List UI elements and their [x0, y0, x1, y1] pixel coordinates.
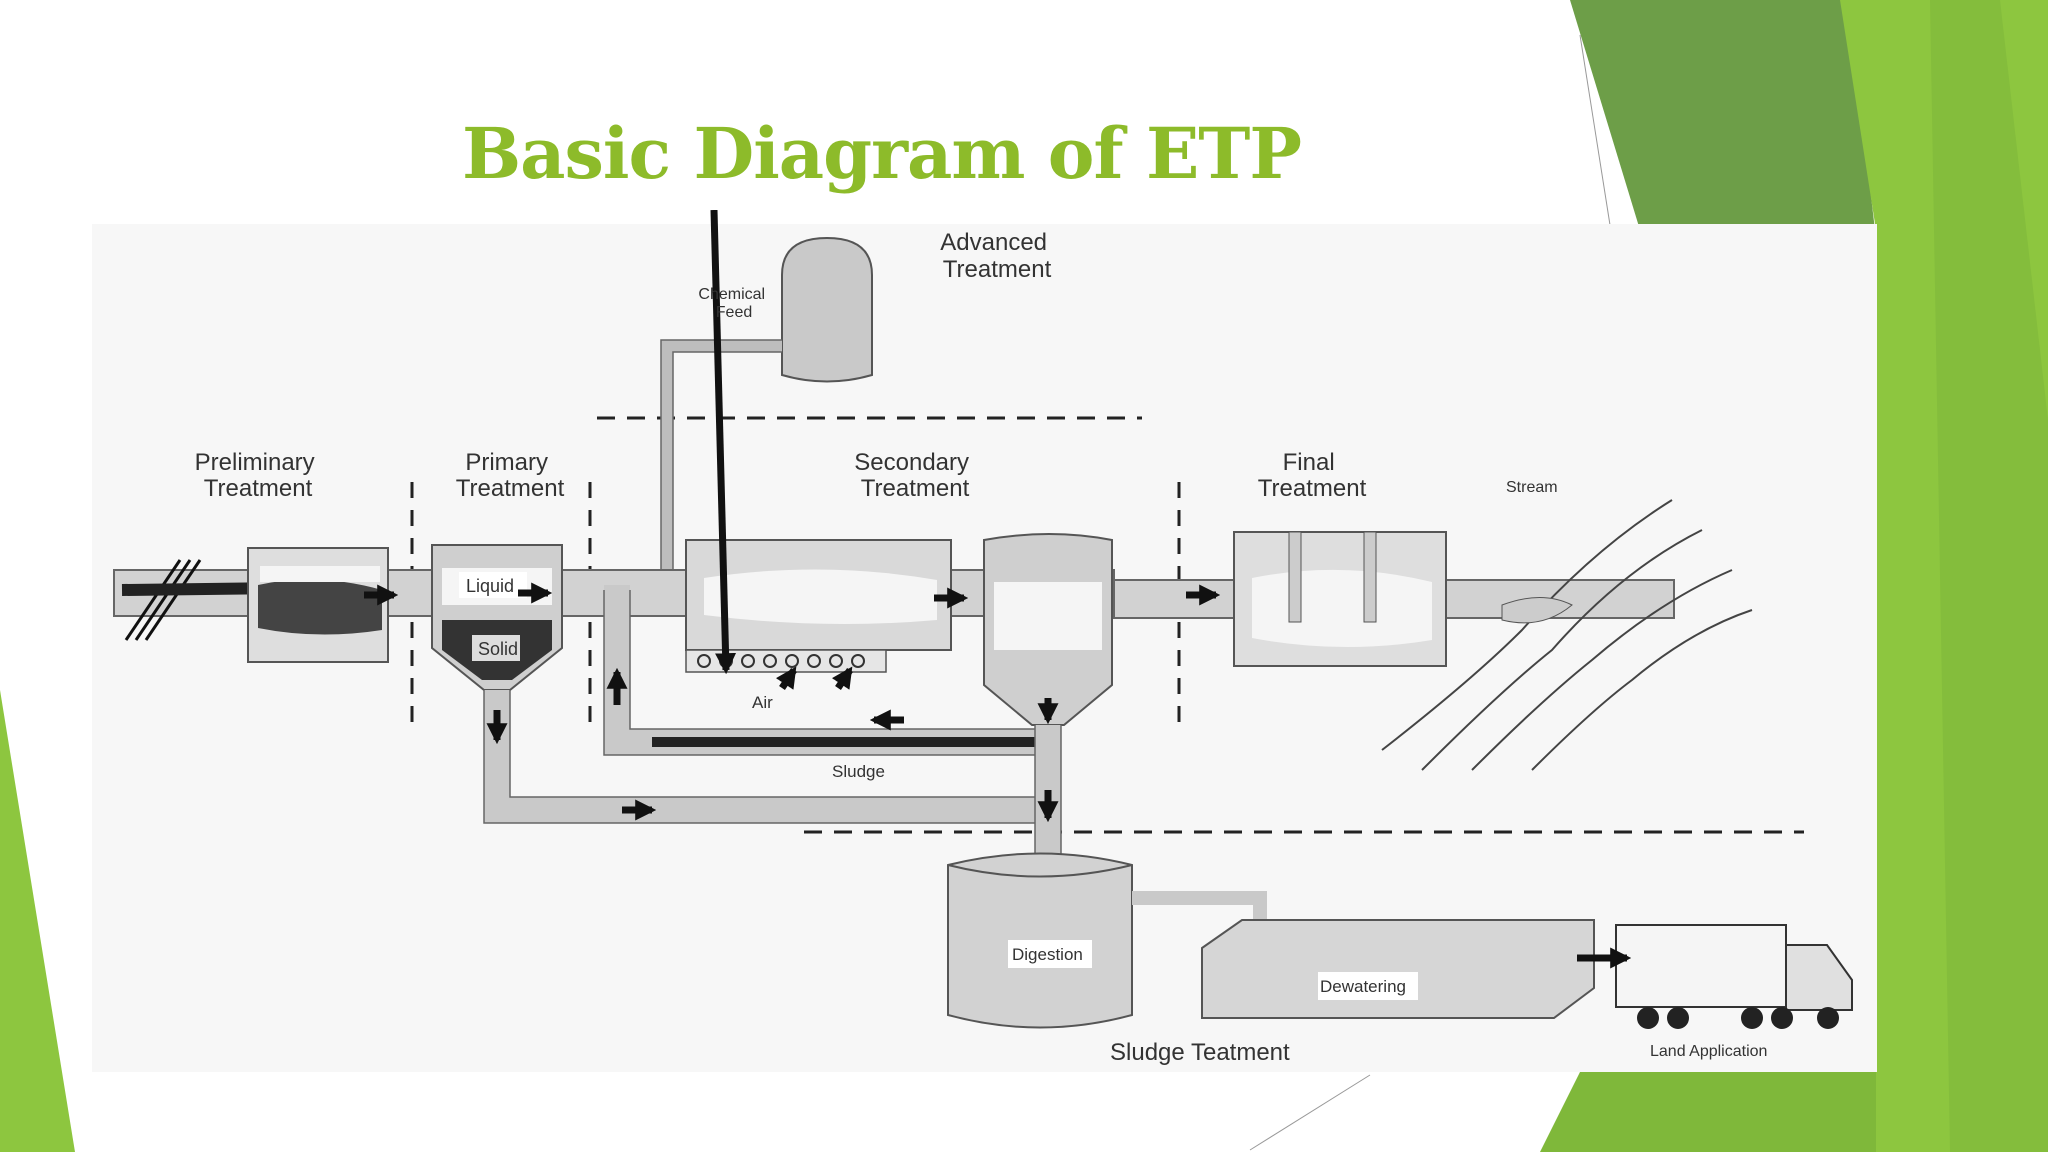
green-facet-bottom: [1540, 1072, 1876, 1152]
green-facet-left: [0, 690, 75, 1152]
etp-process-diagram: Liquid Solid Digestion Dewatering: [92, 210, 1877, 1072]
primary-treatment-label: Primary Treatment: [456, 449, 565, 502]
thin-line-top: [1579, 34, 1611, 226]
dewatering-label: Dewatering: [1320, 977, 1406, 996]
solid-label: Solid: [478, 639, 518, 659]
advanced-treatment-label: Advanced Treatment: [940, 229, 1053, 283]
dewatering-unit: [1201, 919, 1595, 1019]
chemical-feed-tank: [781, 236, 873, 383]
sludge-treatment-label: Sludge Teatment: [1110, 1039, 1290, 1066]
liquid-label: Liquid: [466, 576, 514, 596]
chemical-feed-pipe: [661, 340, 782, 580]
outfall-splash: [1501, 597, 1573, 624]
green-facet-dark: [1570, 0, 1875, 230]
flow-arrows: [364, 210, 1632, 969]
thin-line-bottom: [1249, 1074, 1371, 1151]
stream-icon: [1381, 499, 1753, 771]
chemical-feed-label: Chemical Feed: [698, 286, 769, 321]
air-label: Air: [752, 693, 773, 712]
secondary-treatment-label: Secondary Treatment: [854, 449, 975, 502]
sludge-label: Sludge: [832, 762, 885, 781]
air-diffuser-icons: [697, 654, 865, 668]
green-facet-mid: [1930, 0, 2048, 1152]
preliminary-treatment-label: Preliminary Treatment: [195, 449, 322, 502]
bar-screen-icon: [124, 559, 202, 641]
digestion-label: Digestion: [1012, 945, 1083, 964]
slide-title: Basic Diagram of ETP: [462, 112, 1302, 195]
stream-label: Stream: [1506, 479, 1558, 496]
land-application-label: Land Application: [1650, 1043, 1767, 1060]
truck-icon: [1615, 924, 1853, 1029]
final-treatment-label: Final Treatment: [1258, 449, 1367, 502]
